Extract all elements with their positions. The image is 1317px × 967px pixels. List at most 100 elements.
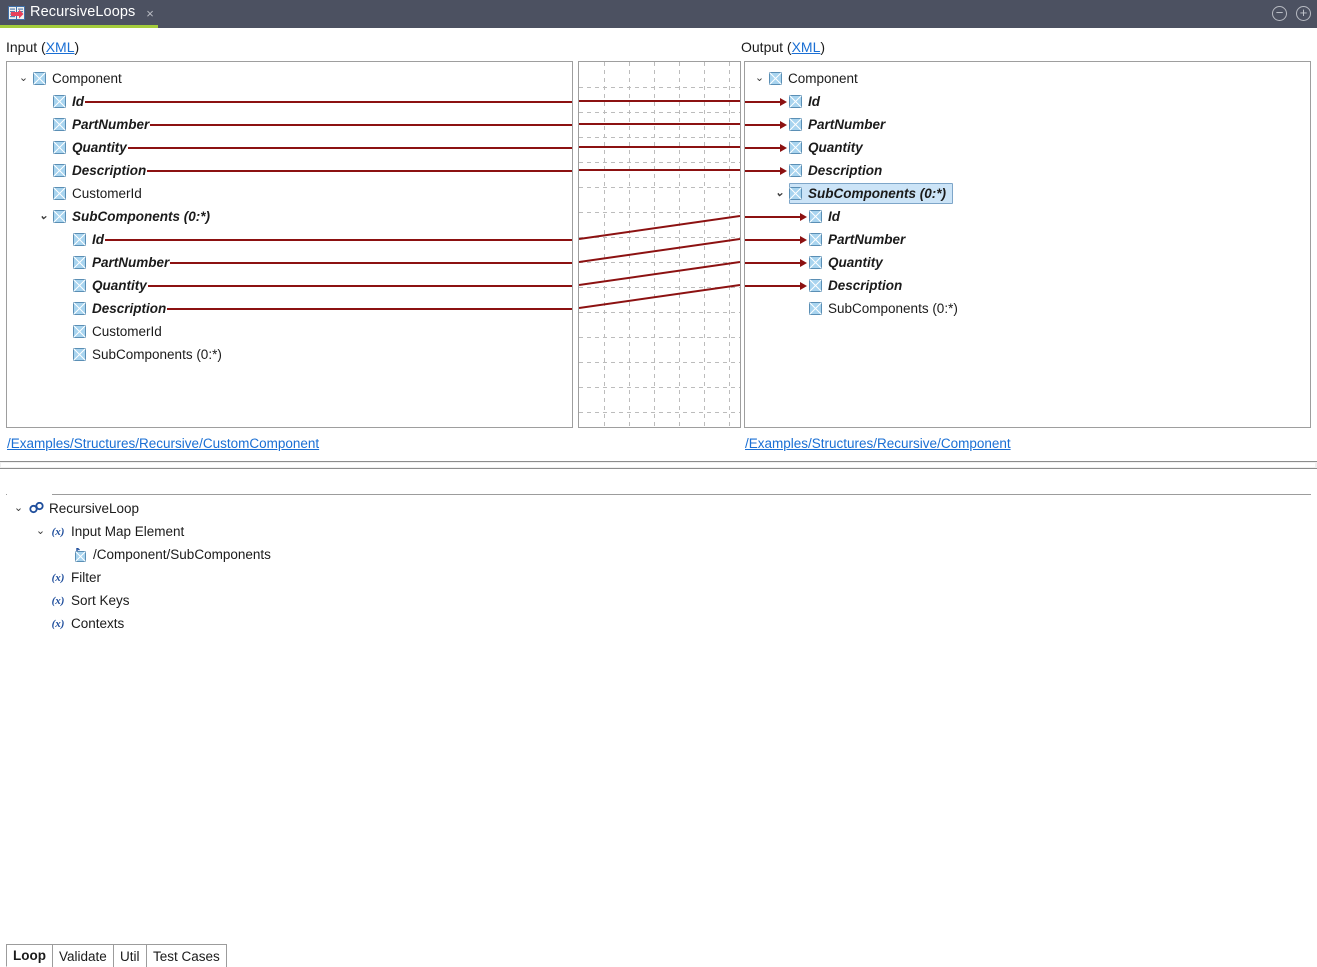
splitter-track [1,463,1315,467]
tree-row-label: Quantity [72,140,127,155]
tree-row[interactable]: SubComponents (0:*) [745,297,1310,320]
loop-tree-row[interactable]: ⌄(x)Input Map Element [0,520,1317,543]
loop-tree-row[interactable]: ⌄ RecursiveLoop [0,497,1317,520]
xml-element-icon [33,72,46,85]
tree-row[interactable]: SubComponents (0:*) [7,343,572,366]
loop-properties-tree[interactable]: ⌄RecursiveLoop⌄(x)Input Map Element/Comp… [0,497,1317,642]
svg-text:(x): (x) [52,595,65,607]
tree-row-label: Description [828,278,903,293]
output-structure-path-link[interactable]: /Examples/Structures/Recursive/Component [745,436,1011,451]
mapping-arrow-line [745,147,780,149]
tree-row-label: CustomerId [72,186,142,201]
loop-tree-row-label: Contexts [71,616,125,631]
active-tab-accent-bar [0,25,158,28]
tree-row[interactable]: PartNumber [7,113,572,136]
xml-element-icon [73,348,86,361]
tree-row[interactable]: Id [745,205,1310,228]
mapping-grid-pane[interactable] [578,61,741,428]
grid-line-horizontal [579,287,740,288]
svg-text:(x): (x) [52,618,65,630]
chevron-down-icon[interactable]: ⌄ [18,72,29,84]
mapping-connector-line [105,239,572,241]
tree-row[interactable]: ⌄Component [745,67,1310,90]
tree-row[interactable]: Description [745,159,1310,182]
xml-element-icon [53,95,66,108]
tree-row[interactable]: CustomerId [7,320,572,343]
tree-row[interactable]: ⌄SubComponents (0:*) [7,205,572,228]
close-tab-icon[interactable]: × [146,6,154,21]
mapping-arrow-head-icon [800,281,807,290]
tree-row[interactable]: Id [7,228,572,251]
horizontal-splitter[interactable] [0,461,1317,469]
tree-row-label: SubComponents (0:*) [808,186,946,201]
tree-row-label: Id [808,94,820,109]
tree-row[interactable]: PartNumber [7,251,572,274]
loop-tree-row[interactable]: /Component/SubComponents [0,543,1317,566]
chevron-down-icon[interactable]: ⌄ [13,502,24,514]
tree-row[interactable]: Description [7,159,572,182]
chevron-down-icon[interactable]: ⌄ [754,72,765,84]
window-tab-recursiveloops[interactable] [0,0,158,28]
tree-row[interactable]: Quantity [745,251,1310,274]
output-format-link[interactable]: XML [791,39,821,55]
loop-tree-row[interactable]: (x) Contexts [0,612,1317,635]
tree-row[interactable]: Quantity [7,274,572,297]
tree-row-label: SubComponents (0:*) [92,347,222,362]
bottom-tab-util[interactable]: Util [113,944,147,967]
mapping-arrow-line [745,124,780,126]
function-xy-icon: (x) [50,571,66,584]
xml-element-icon [809,279,822,292]
tree-row[interactable]: CustomerId [7,182,572,205]
bottom-tab-test-cases[interactable]: Test Cases [146,944,227,967]
xml-element-icon [789,141,802,154]
xml-element-icon [53,210,66,223]
maximize-icon[interactable]: + [1296,6,1311,21]
tree-row[interactable]: Description [7,297,572,320]
xml-element-icon [53,187,66,200]
tree-row[interactable]: PartNumber [745,113,1310,136]
tree-row-label: Description [808,163,883,178]
bottom-tab-loop[interactable]: Loop [6,944,53,967]
output-panel-header: Output (XML) [741,39,825,55]
tree-row[interactable]: Description [745,274,1310,297]
tree-row[interactable]: Quantity [7,136,572,159]
tree-row[interactable]: ⌄Component [7,67,572,90]
tree-row[interactable]: Id [745,90,1310,113]
grid-line-horizontal [579,312,740,313]
xml-element-icon [789,164,802,177]
tree-row[interactable]: PartNumber [745,228,1310,251]
input-structure-path-link[interactable]: /Examples/Structures/Recursive/CustomCom… [7,436,320,451]
loop-tree-row-label: /Component/SubComponents [93,547,271,562]
tree-row[interactable]: Quantity [745,136,1310,159]
mapping-arrow-head-icon [800,258,807,267]
xml-element-icon [769,72,782,85]
mapping-arrow-head-icon [780,143,787,152]
loop-tree-row[interactable]: (x)Sort Keys [0,589,1317,612]
tree-row[interactable]: Id [7,90,572,113]
chevron-down-icon[interactable]: ⌄ [35,525,46,537]
loop-tree-row-label: RecursiveLoop [49,501,140,516]
grid-line-horizontal [579,262,740,263]
xml-element-icon [789,95,802,108]
minimize-icon[interactable]: − [1272,6,1287,21]
xml-element-icon [73,325,86,338]
input-format-link[interactable]: XML [45,39,75,55]
xml-element-icon [73,279,86,292]
input-header-suffix: ) [74,39,80,55]
xml-element-icon [73,256,86,269]
mapping-arrow-head-icon [800,235,807,244]
xml-element-icon [809,256,822,269]
loop-tree-row-label: Input Map Element [71,524,185,539]
input-header-prefix: Input ( [6,39,46,55]
mapping-connector-line [147,170,572,172]
input-panel-header: Input (XML) [6,39,79,55]
loop-tree-row[interactable]: (x)Filter [0,566,1317,589]
grid-line-horizontal [579,112,740,113]
tree-row[interactable]: ⌄ SubComponents (0:*) [745,182,1310,205]
bottom-tab-validate[interactable]: Validate [52,944,114,967]
chevron-down-icon[interactable]: ⌄ [38,210,49,222]
grid-line-vertical [629,62,630,427]
chevron-down-icon[interactable]: ⌄ [774,187,785,199]
